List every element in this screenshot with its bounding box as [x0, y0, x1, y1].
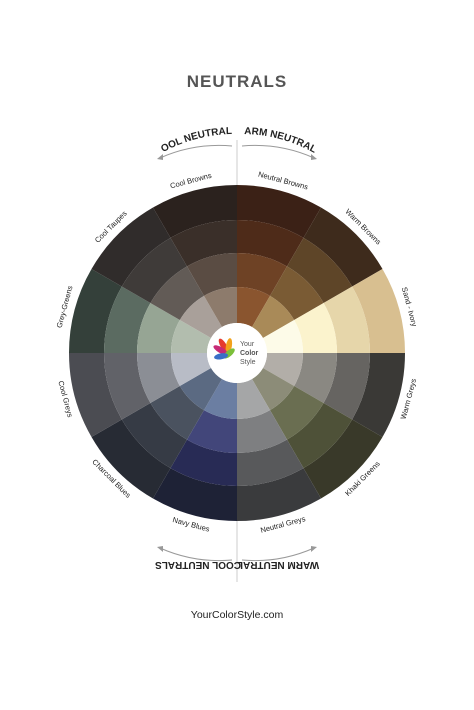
wheel-cell-grey-greens-3: [137, 303, 180, 353]
wheel-cell-sand-ivory-2: [323, 286, 370, 353]
wheel-cell-neutral-browns-2: [237, 220, 304, 267]
svg-text:WARM NEUTRALS: WARM NEUTRALS: [0, 0, 318, 156]
wheel-cell-neutral-browns-4: [237, 287, 270, 328]
wheel-cell-navy-blues-2: [170, 439, 237, 486]
arrow-head-cool-bottom: [157, 546, 163, 552]
footer-url: YourColorStyle.com: [190, 609, 284, 621]
wheel-cell-navy-blues-4: [204, 378, 237, 419]
svg-text:COOL NEUTRALS: COOL NEUTRALS: [0, 0, 232, 155]
wheel-cell-warm-browns-2: [287, 237, 353, 303]
wheel-cell-khaki-greens-1: [303, 419, 383, 499]
wheel-cell-neutral-greys-1: [237, 468, 321, 521]
wheel-rings: [69, 185, 405, 521]
wheel-cell-cool-browns-4: [204, 287, 237, 328]
wheel-cell-cool-taupes-2: [121, 237, 187, 303]
wheel-cell-neutral-browns-1: [237, 185, 321, 238]
logo-text-style: Style: [240, 359, 256, 366]
wheel-cell-cool-browns-3: [187, 253, 237, 296]
segment-label-grey-greens: Grey-Greens: [55, 284, 75, 328]
segment-label-navy-blues: Navy Blues: [172, 515, 211, 534]
wheel-cell-cool-taupes-4: [179, 295, 222, 338]
wheel-cell-navy-blues-3: [187, 410, 237, 453]
wheel-cell-cool-greys-1: [69, 353, 122, 437]
wheel-cell-charcoal-blues-3: [150, 386, 204, 440]
arrow-head-warm-bottom: [311, 546, 317, 552]
wheel-cell-warm-browns-3: [270, 266, 324, 320]
side-label-cool-top: COOL NEUTRALS: [0, 0, 232, 155]
wheel-cell-warm-greys-2: [323, 353, 370, 420]
side-label-warm-top: WARM NEUTRALS: [0, 0, 318, 156]
wheel-cell-sand-ivory-4: [262, 320, 303, 353]
wheel-cell-grey-greens-2: [104, 286, 151, 353]
wheel-cell-cool-greys-3: [137, 353, 180, 403]
wheel-cell-cool-browns-1: [153, 185, 237, 238]
wheel-cell-neutral-greys-4: [237, 378, 270, 419]
wheel-cell-charcoal-blues-4: [179, 368, 222, 411]
arrow-cool-bottom: [159, 547, 233, 562]
wheel-cell-neutral-greys-3: [237, 410, 287, 453]
wheel-cell-charcoal-blues-1: [91, 419, 171, 499]
wheel-cell-cool-taupes-1: [91, 207, 171, 287]
wheel-cell-sand-ivory-1: [352, 269, 405, 353]
logo-text-your: Your: [240, 341, 255, 348]
wheel-cell-khaki-greens-2: [287, 403, 353, 469]
arrow-warm-bottom: [241, 547, 315, 562]
segment-label-sand-ivory: Sand - Ivory: [400, 286, 419, 328]
page-title: NEUTRALS: [186, 72, 288, 91]
wheel-cell-khaki-greens-3: [270, 386, 324, 440]
arrow-cool-top: [159, 144, 233, 159]
wheel-cell-navy-blues-1: [153, 468, 237, 521]
wheel-cell-cool-taupes-3: [150, 266, 204, 320]
side-label-warm-bottom: WARM NEUTRAL: [237, 559, 319, 570]
side-label-cool-bottom: COOL NEUTRALS: [155, 559, 241, 570]
wheel-cell-warm-greys-4: [262, 353, 303, 386]
wheel-cell-charcoal-blues-2: [121, 403, 187, 469]
center-logo-disc: [207, 323, 267, 383]
logo-flower-icon: [213, 338, 235, 360]
wheel-cell-warm-browns-4: [252, 295, 295, 338]
arrow-warm-top: [241, 144, 315, 159]
wheel-cell-cool-greys-4: [171, 353, 212, 386]
wheel-cell-cool-greys-2: [104, 353, 151, 420]
wheel-cell-neutral-browns-3: [237, 253, 287, 296]
logo-text-color: Color: [240, 350, 259, 357]
wheel-cell-sand-ivory-3: [294, 303, 337, 353]
segment-label-cool-greys: Cool Greys: [56, 380, 74, 419]
arrow-head-warm-top: [311, 154, 317, 160]
wheel-cell-khaki-greens-4: [252, 368, 295, 411]
arrow-head-cool-top: [157, 154, 163, 160]
wheel-cell-warm-browns-1: [303, 207, 383, 287]
wheel-cell-grey-greens-1: [69, 269, 122, 353]
segment-label-cool-browns: Cool Browns: [169, 171, 213, 191]
wheel-cell-warm-greys-1: [352, 353, 405, 437]
wheel-cell-cool-browns-2: [170, 220, 237, 267]
wheel-cell-grey-greens-4: [171, 320, 212, 353]
wheel-cell-warm-greys-3: [294, 353, 337, 403]
wheel-cell-neutral-greys-2: [237, 439, 304, 486]
